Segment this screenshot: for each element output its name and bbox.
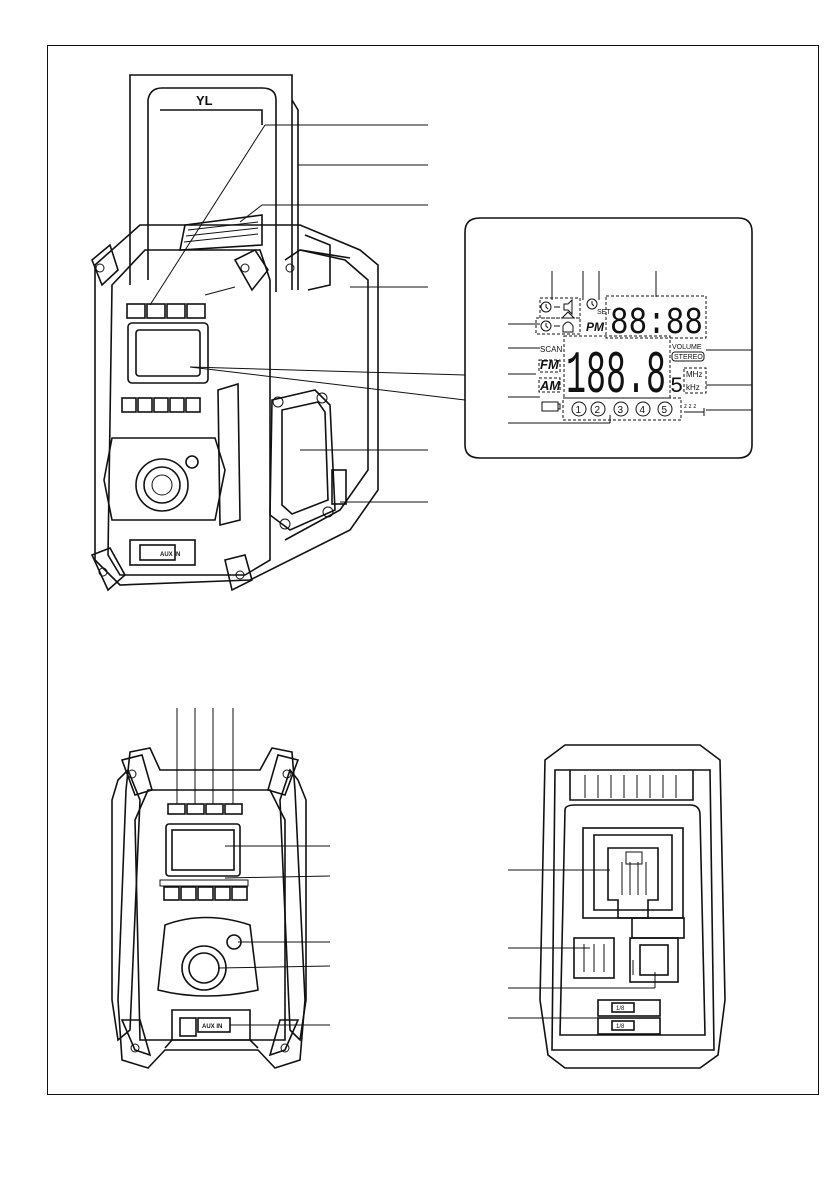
battery-bay-label-a: 1/8 [616, 1006, 625, 1012]
lcd-khz-label: kHz [686, 383, 700, 392]
lcd-clock-digits: 88:88 [610, 302, 703, 345]
aux-in-label-top: AUX IN [160, 552, 180, 558]
lcd-mhz-label: MHz [686, 370, 702, 379]
lcd-frequency-digits: 188.8 [566, 343, 666, 411]
lcd-am-label: AM [539, 378, 561, 393]
lcd-display-detail: SET PM 88:88 SCAN FM AM 188.8 5 VOLUME S… [465, 218, 752, 458]
lcd-preset-4: 4 [640, 405, 646, 416]
lcd-pm-label: PM [586, 320, 605, 334]
battery-bay-label-b: 1/8 [616, 1024, 625, 1030]
lcd-preset-2: 2 [595, 405, 601, 416]
lcd-fm-label: FM [540, 357, 560, 372]
lcd-preset-3: 3 [618, 405, 624, 416]
radio-perspective-view: YL [92, 75, 465, 590]
lcd-scan-label: SCAN [540, 345, 562, 354]
lcd-volume-label: VOLUME [672, 344, 702, 351]
lcd-frequency-small-digit: 5 [670, 374, 683, 399]
handle-logo: YL [196, 93, 213, 108]
lcd-stereo-label: STEREO [674, 354, 703, 361]
lcd-sleep-icon: z z z [684, 404, 696, 410]
lcd-preset-5: 5 [662, 405, 668, 416]
radio-back-view: 1/8 1/8 [508, 745, 725, 1068]
radio-front-view: AUX IN [112, 708, 330, 1068]
lcd-preset-1: 1 [576, 405, 582, 416]
aux-in-label-front: AUX IN [202, 1024, 222, 1030]
